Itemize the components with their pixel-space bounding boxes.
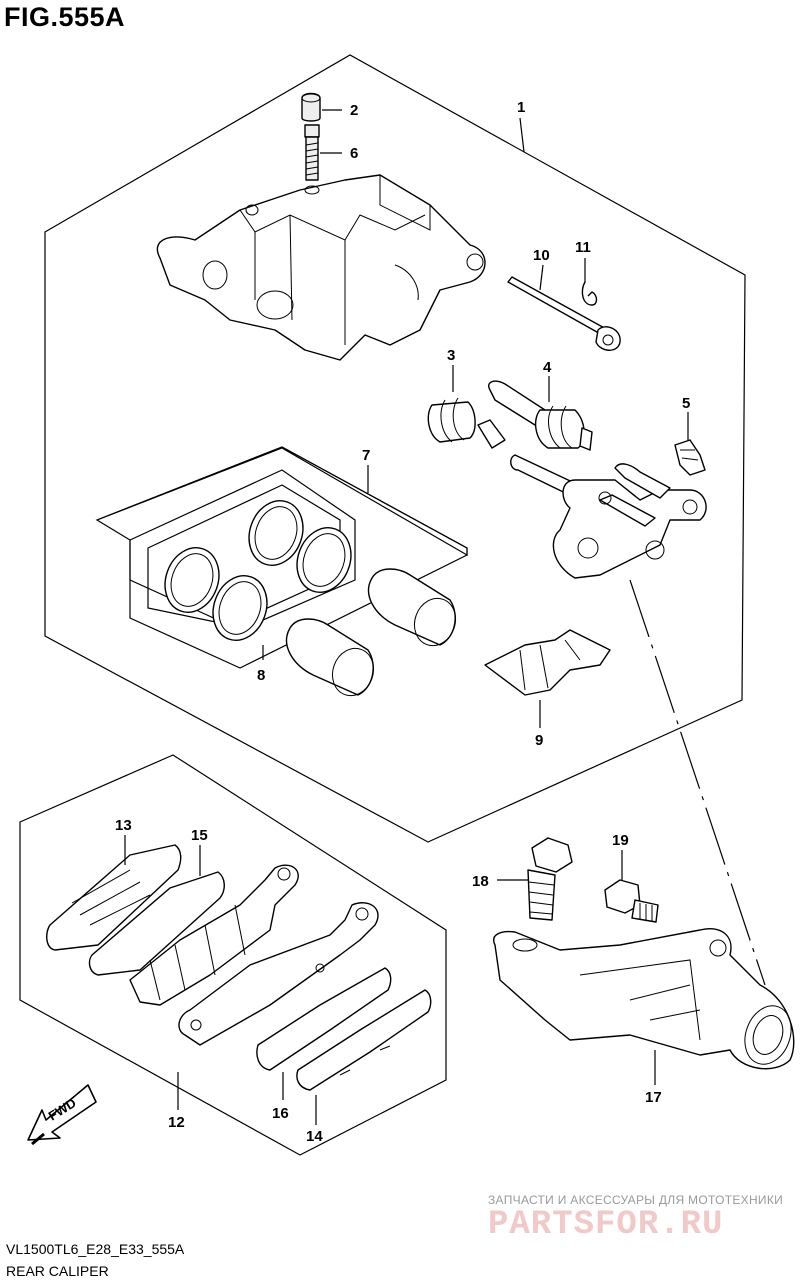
pad-shim-14[interactable] — [296, 989, 432, 1091]
watermark-tagline: ЗАПЧАСТИ И АКСЕССУАРЫ ДЛЯ МОТОТЕХНИКИ — [488, 1193, 784, 1207]
callout-6: 6 — [350, 145, 358, 162]
callout-5: 5 — [682, 395, 690, 412]
brake-pad-inner[interactable] — [178, 902, 379, 1046]
callout-18: 18 — [472, 873, 489, 890]
leader-lines — [124, 109, 766, 1125]
callout-8: 8 — [257, 667, 265, 684]
watermark-brand: PARTSFOR.RU — [488, 1206, 724, 1244]
model-code: VL1500TL6_E28_E33_555A — [6, 1241, 185, 1257]
pad-spring[interactable] — [674, 439, 706, 476]
piston-set[interactable] — [285, 568, 462, 701]
figure-caption: REAR CALIPER — [6, 1263, 109, 1279]
caliper-assembly-frame — [44, 54, 746, 843]
bleeder-cap[interactable] — [301, 92, 321, 122]
callout-10: 10 — [533, 247, 550, 264]
callout-11: 11 — [575, 239, 591, 256]
figure-title: FIG.555A — [4, 2, 126, 32]
callout-15: 15 — [191, 827, 208, 844]
pad-shim-outer[interactable] — [46, 844, 182, 951]
callout-9: 9 — [535, 732, 543, 749]
piston-seal-set[interactable] — [156, 493, 359, 648]
callout-2: 2 — [350, 102, 358, 119]
callout-16: 16 — [272, 1105, 289, 1122]
pad-retainer[interactable] — [484, 629, 611, 696]
pin-clip[interactable] — [581, 281, 598, 306]
slide-pin-boot[interactable] — [488, 380, 593, 451]
forward-arrow-icon: FWD — [27, 1084, 97, 1146]
pad-shim-16[interactable] — [256, 967, 392, 1071]
callout-3: 3 — [447, 347, 455, 364]
brake-pad-outer[interactable] — [129, 864, 299, 1006]
caliper-bracket[interactable] — [510, 454, 707, 579]
caliper-body[interactable] — [156, 174, 486, 361]
bracket-bolt[interactable] — [527, 837, 573, 921]
seal-kit-frame — [129, 469, 356, 631]
bleeder-valve[interactable] — [304, 124, 320, 195]
pad-pin[interactable] — [507, 276, 621, 351]
callout-14: 14 — [306, 1128, 323, 1145]
pad-shim-inner[interactable] — [88, 871, 225, 976]
callout-13: 13 — [115, 817, 132, 834]
callout-19: 19 — [612, 832, 629, 849]
callout-1: 1 — [517, 99, 525, 116]
pad-set-frame — [19, 754, 447, 1156]
caliper-holder[interactable] — [493, 928, 799, 1071]
dust-boot[interactable] — [427, 397, 506, 449]
torque-link-bolt[interactable] — [604, 879, 659, 923]
callout-7: 7 — [362, 447, 370, 464]
callout-17: 17 — [645, 1089, 662, 1106]
callout-12: 12 — [168, 1114, 185, 1131]
callout-4: 4 — [543, 359, 552, 376]
